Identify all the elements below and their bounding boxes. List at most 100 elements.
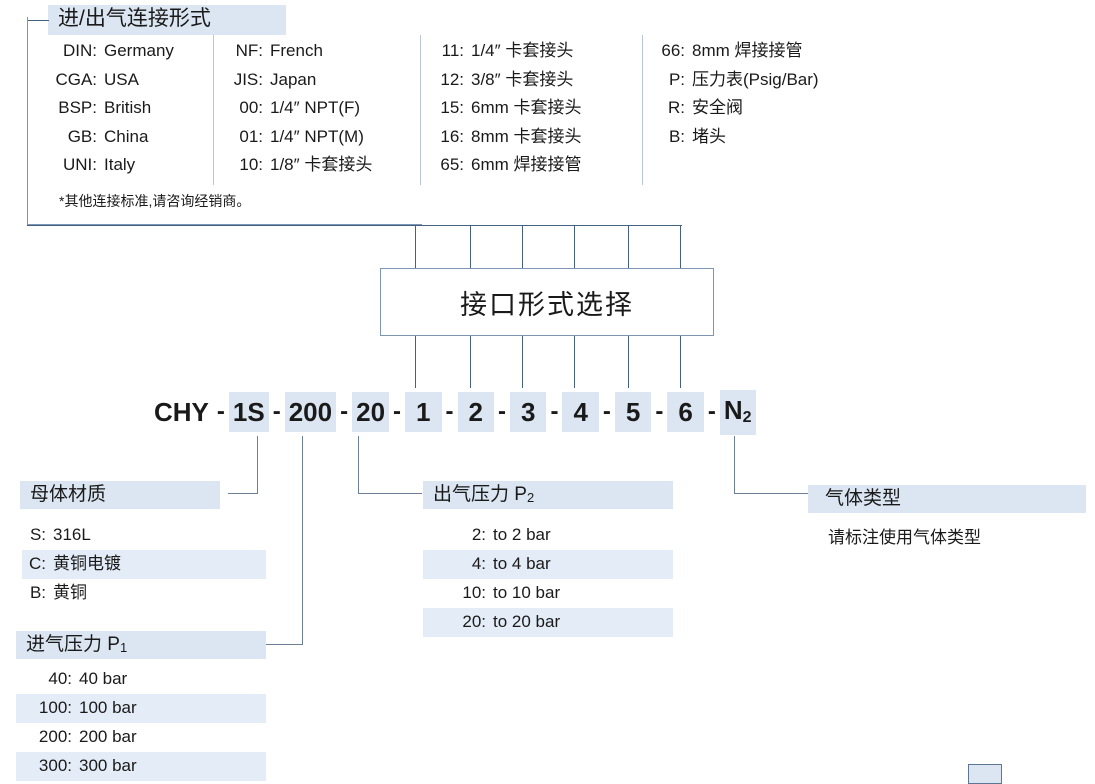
code-separator: - [707, 398, 716, 425]
code-separator: - [497, 398, 506, 425]
code-separator: - [393, 398, 402, 425]
connector-material-vertical [257, 436, 258, 493]
legend-item: 20: to 20 bar [423, 608, 673, 637]
connector-down-2 [470, 336, 471, 388]
code-segment-port-3[interactable]: 3 [509, 392, 547, 432]
option-value: 8mm 焊接接管 [692, 41, 803, 60]
code-separator: - [340, 398, 349, 425]
outlet-pressure-list: 2: to 2 bar 4: to 4 bar 10: to 10 bar 20… [423, 521, 673, 637]
legend-value: 黄铜电镀 [53, 554, 121, 573]
option-key: 65: [440, 155, 464, 174]
legend-item: C: 黄铜电镀 [22, 550, 266, 579]
connection-panel-footnote: *其他连接标准,请咨询经销商。 [59, 193, 251, 209]
connection-column-2: NF: French JIS: Japan 00: 1/4″ NPT(F) 01… [225, 37, 415, 180]
code-segment-material[interactable]: 1S [228, 392, 269, 432]
inlet-pressure-title-bar [16, 631, 266, 659]
connector-gas-horizontal [734, 493, 808, 494]
connection-option: 65: 6mm 焊接接管 [432, 151, 637, 180]
gas-type-title: 气体类型 [825, 488, 902, 509]
legend-value: to 2 bar [493, 525, 551, 544]
option-value: 安全阀 [692, 98, 743, 117]
code-segment-port-4[interactable]: 4 [562, 392, 599, 432]
connection-option: 12: 3/8″ 卡套接头 [432, 66, 637, 95]
code-segment-port-1[interactable]: 1 [405, 392, 442, 432]
code-separator: - [602, 398, 611, 425]
outlet-pressure-title-text: 出气压力 P [433, 484, 527, 505]
gas-symbol: N [723, 394, 743, 425]
connection-panel-frame [27, 17, 422, 225]
legend-value: to 20 bar [493, 612, 561, 631]
legend-item: 300: 300 bar [16, 752, 266, 781]
option-value: British [104, 98, 152, 117]
code-separator: - [216, 398, 225, 425]
code-segment-port-5[interactable]: 5 [614, 392, 652, 432]
connector-inlet-vertical [302, 436, 303, 644]
connector-up-1 [415, 225, 416, 268]
legend-item: 100: 100 bar [16, 694, 266, 723]
option-value: Japan [270, 69, 317, 89]
code-separator: - [445, 398, 454, 425]
option-key: 10: [239, 155, 263, 174]
legend-item: B: 黄铜 [22, 579, 266, 608]
connection-option: R: 安全阀 [655, 94, 875, 123]
inlet-pressure-title: 进气压力 P1 [16, 631, 284, 666]
connector-up-6 [680, 225, 681, 268]
option-key: 15: [440, 98, 464, 117]
code-separator: - [550, 398, 559, 425]
legend-key: 10: [462, 583, 486, 602]
option-value: USA [104, 69, 139, 89]
legend-key: 300: [38, 756, 72, 775]
interface-type-box: 接口形式选择 [380, 268, 714, 336]
code-segment-outlet-pressure[interactable]: 20 [352, 392, 390, 432]
legend-item: 10: to 10 bar [423, 579, 673, 608]
gas-symbol-subscript: 2 [742, 408, 752, 426]
column-divider-3 [642, 35, 643, 185]
connection-option: JIS: Japan [225, 66, 415, 95]
option-key: 66: [661, 41, 685, 60]
connection-option: 15: 6mm 卡套接头 [432, 94, 637, 123]
connection-column-4: 66: 8mm 焊接接管 P: 压力表(Psig/Bar) R: 安全阀 B: … [655, 37, 875, 151]
code-segment-port-2[interactable]: 2 [457, 392, 494, 432]
legend-key: B: [29, 583, 46, 602]
connector-inlet-horizontal [266, 644, 303, 645]
legend-item: 4: to 4 bar [423, 550, 673, 579]
connection-option: NF: French [225, 37, 415, 66]
inlet-pressure-subscript: 1 [119, 640, 128, 655]
connection-option: 66: 8mm 焊接接管 [655, 37, 875, 66]
outlet-pressure-title: 出气压力 P2 [423, 481, 691, 516]
connector-down-1 [415, 336, 416, 388]
connection-option: DIN: Germany [35, 37, 207, 66]
option-key: JIS: [233, 69, 263, 89]
option-value: 6mm 卡套接头 [471, 98, 582, 117]
code-segment-gas-type[interactable]: N2 [719, 389, 756, 435]
body-material-list: S: 316L C: 黄铜电镀 B: 黄铜 [22, 521, 266, 608]
option-key: 16: [440, 126, 464, 146]
outlet-pressure-title-bar [423, 481, 673, 509]
connector-up-3 [522, 225, 523, 268]
option-value: China [104, 126, 149, 146]
option-value: 8mm 卡套接头 [471, 126, 582, 146]
connector-down-4 [574, 336, 575, 388]
connector-down-5 [628, 336, 629, 388]
connector-outlet-horizontal [358, 493, 422, 494]
option-value: 6mm 焊接接管 [471, 155, 582, 174]
connection-option: GB: China [35, 123, 207, 152]
legend-value: 300 bar [79, 756, 137, 775]
option-key: 11: [441, 41, 464, 60]
legend-value: 100 bar [79, 698, 137, 717]
outlet-pressure-subscript: 2 [526, 490, 535, 505]
connection-option: 10: 1/8″ 卡套接头 [225, 151, 415, 180]
connection-option: B: 堵头 [655, 123, 875, 152]
code-segment-port-6[interactable]: 6 [667, 392, 704, 432]
option-key: 01: [239, 126, 263, 146]
connection-option: BSP: British [35, 94, 207, 123]
option-key: 12: [440, 69, 464, 89]
code-segment-inlet-pressure[interactable]: 200 [284, 392, 337, 432]
inlet-pressure-title-text: 进气压力 P [26, 634, 120, 655]
legend-key: 2: [471, 525, 486, 544]
option-value: 1/8″ 卡套接头 [270, 155, 373, 174]
connector-up-4 [574, 225, 575, 268]
code-segment-prefix[interactable]: CHY [154, 397, 209, 427]
legend-key: 4: [471, 554, 486, 573]
connection-option: 00: 1/4″ NPT(F) [225, 94, 415, 123]
